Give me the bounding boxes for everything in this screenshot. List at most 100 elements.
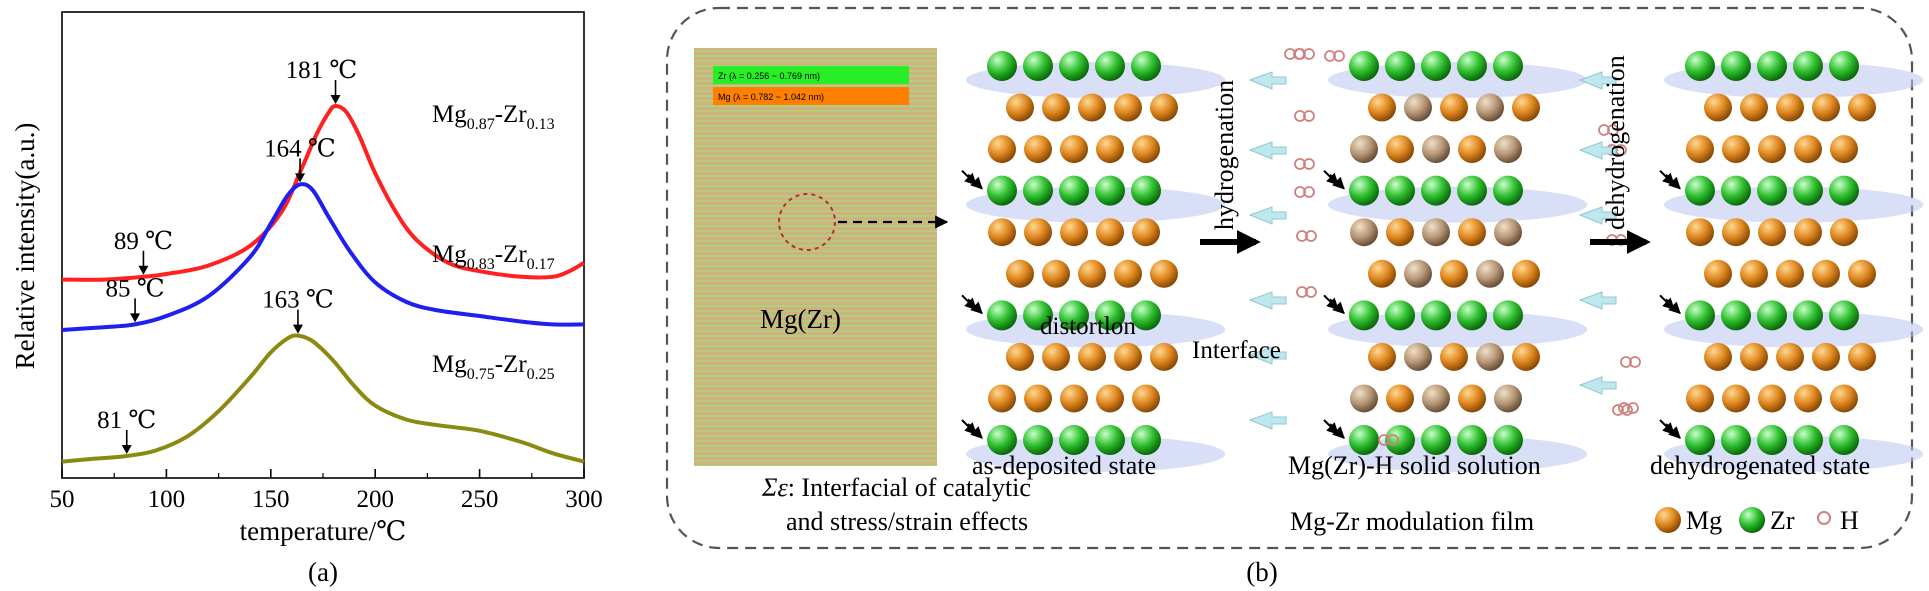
mg-atom: [1512, 259, 1540, 288]
mg-atom: [1404, 259, 1432, 288]
zr-atom: [1095, 425, 1125, 455]
hydrogen-flow-arrow: [1578, 141, 1617, 160]
mg-atom: [1830, 135, 1858, 164]
zr-atom: [1493, 175, 1523, 206]
zr-atom: [1757, 300, 1787, 331]
zr-atom: [1095, 300, 1125, 331]
zr-atom: [1023, 51, 1053, 81]
hydrogen-atoms: [1284, 48, 1641, 446]
hydrogen-flow-arrow: [1578, 291, 1617, 310]
strain-arrow: [967, 173, 983, 190]
mg-atom: [1078, 93, 1106, 122]
mg-atom: [1440, 93, 1468, 122]
zr-atom: [1385, 425, 1415, 455]
strain-arrow: [1329, 173, 1345, 190]
series-line: [61, 182, 585, 332]
strain-arrow: [1329, 298, 1345, 315]
dehydrogenated-label: dehydrogenated state: [1650, 451, 1870, 480]
zr-atom: [1685, 425, 1715, 455]
mg-atom: [1150, 342, 1178, 371]
zr-atom: [1721, 51, 1751, 81]
marker-arrow-head: [292, 324, 303, 334]
mg-atom: [1494, 384, 1522, 413]
h-atom: [1598, 124, 1610, 136]
zr-atom: [1793, 175, 1823, 206]
mg-atom: [1042, 259, 1070, 288]
zr-atom: [1095, 175, 1125, 206]
series-name-part: 0.83: [467, 256, 495, 273]
mg-label: Mg (λ = 0.782 ~ 1.042 nm): [718, 92, 824, 102]
zr-atom: [1685, 300, 1715, 331]
sigma-caption-line2: and stress/strain effects: [786, 507, 1028, 536]
mg-atom: [1386, 384, 1414, 413]
mg-atom: [1368, 259, 1396, 288]
zr-atom: [1721, 425, 1751, 455]
zr-atom: [1023, 425, 1053, 455]
zr-atom: [1493, 51, 1523, 81]
mg-atom: [1704, 342, 1732, 371]
mg-atom: [1794, 135, 1822, 164]
mg-atom: [1422, 384, 1450, 413]
zr-atom: [1685, 175, 1715, 206]
mg-atom: [1704, 259, 1732, 288]
zr-atom: [1023, 175, 1053, 206]
strain-arrow: [1323, 294, 1339, 311]
h-atom: [1324, 50, 1336, 62]
zr-atom: [1829, 425, 1859, 455]
mg-atom: [1096, 135, 1124, 164]
zr-atom: [1493, 425, 1523, 455]
zr-atom: [1131, 425, 1161, 455]
strain-arrow: [1665, 423, 1681, 439]
h-atom: [1620, 356, 1632, 368]
mg-atom: [1150, 93, 1178, 122]
panel-b-label: (b): [1246, 557, 1277, 587]
film-label: Mg(Zr): [760, 304, 841, 334]
series-name-part: 0.75: [467, 366, 495, 383]
mg-atom: [1722, 218, 1750, 247]
marker-arrow-head: [138, 265, 149, 275]
h-atom: [1618, 402, 1630, 414]
mg-atom: [1794, 218, 1822, 247]
series-name: Mg0.83-Zr0.17: [432, 241, 555, 273]
mg-atom: [1132, 218, 1160, 247]
series-name-part: -Zr: [495, 351, 528, 378]
zr-atom: [1023, 300, 1053, 331]
legend-mg-swatch: [1655, 507, 1681, 533]
mg-atom: [1132, 384, 1160, 413]
panel-b: Zr (λ = 0.256 ~ 0.769 nm) Mg (λ = 0.782 …: [665, 6, 1924, 587]
mg-atom: [1494, 218, 1522, 247]
solid-solution-label: Mg(Zr)-H solid solution: [1288, 451, 1541, 480]
mg-atom: [1096, 218, 1124, 247]
mg-atom: [988, 384, 1016, 413]
mg-atom: [1350, 135, 1378, 164]
stack-dehydrogenated: [1659, 51, 1924, 472]
mg-atom: [1114, 93, 1142, 122]
temperature-label: 164 ℃: [264, 135, 336, 162]
mg-atom: [1758, 135, 1786, 164]
series-name-part: Mg: [432, 351, 467, 378]
mg-atom: [1060, 218, 1088, 247]
mg-atom: [1494, 135, 1522, 164]
mg-atom: [1848, 93, 1876, 122]
curves: [61, 104, 586, 464]
zr-atom: [1059, 425, 1089, 455]
mg-atom: [1686, 135, 1714, 164]
zr-atom: [1721, 300, 1751, 331]
zr-atom: [1059, 175, 1089, 206]
y-axis-label: Relative intensity(a.u.): [10, 123, 40, 370]
zr-atom: [1385, 175, 1415, 206]
x-tick-label: 250: [461, 486, 499, 513]
legend-h-swatch: [1817, 511, 1831, 525]
legend-h-label: H: [1840, 506, 1859, 535]
zr-atom: [1095, 51, 1125, 81]
marker-arrow-head: [130, 313, 141, 323]
mg-atom: [1776, 93, 1804, 122]
zr-atom: [1421, 300, 1451, 331]
marker-arrow-head: [121, 445, 132, 454]
mg-atom: [1404, 93, 1432, 122]
mg-atom: [1848, 342, 1876, 371]
series-name-part: -Zr: [495, 101, 528, 128]
hydrogen-flow-arrow: [1578, 206, 1617, 225]
